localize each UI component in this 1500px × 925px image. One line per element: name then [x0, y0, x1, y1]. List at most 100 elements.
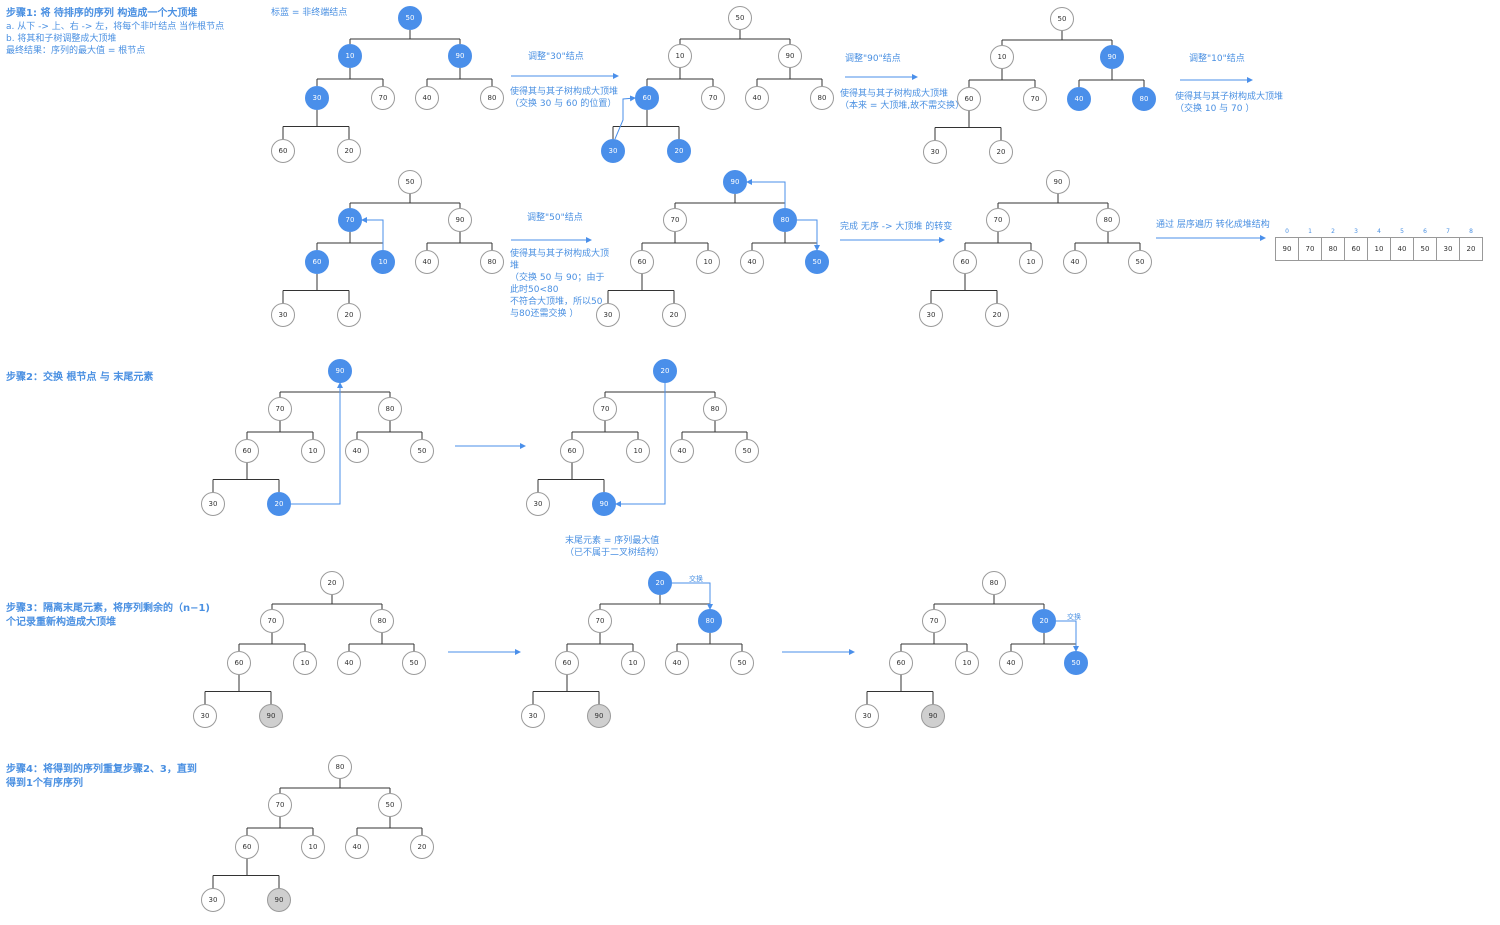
tree-node: 60	[235, 835, 259, 859]
tree-node: 40	[670, 439, 694, 463]
tree-node: 80	[1096, 208, 1120, 232]
tree-node: 20	[267, 492, 291, 516]
tree-node: 40	[345, 835, 369, 859]
tail-note: 末尾元素 = 序列最大值	[565, 536, 660, 546]
tree-node: 90	[259, 704, 283, 728]
tree-node: 60	[635, 86, 659, 110]
swap-note-b: 交换	[1067, 613, 1081, 621]
array-cell: 10	[1367, 237, 1391, 261]
tail-note2: （已不属于二叉树结构）	[565, 548, 665, 558]
tree-node: 90	[592, 492, 616, 516]
adjust-10-title: 调整"10"结点	[1189, 54, 1245, 64]
adjust-50-desc4: 此时50<80	[510, 285, 559, 295]
tree-node: 70	[922, 609, 946, 633]
tree-node: 60	[305, 250, 329, 274]
tree-node: 70	[593, 397, 617, 421]
tree-node: 40	[345, 439, 369, 463]
tree-node: 40	[415, 86, 439, 110]
adjust-50-title: 调整"50"结点	[527, 213, 583, 223]
tree-node: 80	[328, 755, 352, 779]
tree-node: 40	[1067, 87, 1091, 111]
array-cell: 20	[1459, 237, 1483, 261]
tree-node: 60	[957, 87, 981, 111]
tree-node: 80	[810, 86, 834, 110]
tree-node: 60	[271, 139, 295, 163]
array-cell: 60	[1344, 237, 1368, 261]
tree-node: 20	[320, 571, 344, 595]
tree-node: 70	[588, 609, 612, 633]
tree-node: 20	[653, 359, 677, 383]
tree-node: 10	[955, 651, 979, 675]
tree-node: 30	[521, 704, 545, 728]
tree-node: 50	[398, 170, 422, 194]
adjust-10-desc2: （交换 10 与 70 ）	[1175, 104, 1255, 114]
array-index: 1	[1308, 227, 1312, 235]
step1-title: 步骤1: 将 待排序的序列 构造成一个大顶堆	[6, 8, 198, 19]
tree-node: 70	[986, 208, 1010, 232]
swap-connector	[615, 383, 666, 507]
adjust-90-desc2: （本来 = 大顶堆,故不需交换）	[840, 101, 965, 111]
adjust-50-desc2: 堆	[510, 261, 520, 271]
tree-node: 10	[696, 250, 720, 274]
tree-node: 70	[371, 86, 395, 110]
tree-node: 40	[415, 250, 439, 274]
tree-node: 20	[989, 140, 1013, 164]
tree-node: 90	[1046, 170, 1070, 194]
tree-node: 50	[730, 651, 754, 675]
tree-node: 70	[1023, 87, 1047, 111]
tree-node: 30	[601, 139, 625, 163]
tree-node: 20	[337, 139, 361, 163]
tree-node: 10	[626, 439, 650, 463]
array-index: 3	[1354, 227, 1358, 235]
array-cell: 70	[1298, 237, 1322, 261]
tree-node: 60	[227, 651, 251, 675]
array-cell: 80	[1321, 237, 1345, 261]
tree-node: 80	[703, 397, 727, 421]
tree-node: 10	[371, 250, 395, 274]
tree-node: 70	[268, 397, 292, 421]
step3-title-line2: 个记录重新构造成大顶堆	[6, 617, 116, 628]
adjust-90-title: 调整"90"结点	[845, 54, 901, 64]
tree-node: 70	[663, 208, 687, 232]
tree-node: 80	[378, 397, 402, 421]
tree-node: 30	[526, 492, 550, 516]
tree-node: 90	[267, 888, 291, 912]
array-index: 4	[1377, 227, 1381, 235]
step2-title: 步骤2：交换 根节点 与 末尾元素	[6, 372, 154, 383]
done-note: 完成 无序 -> 大顶堆 的转变	[840, 222, 953, 232]
tree-node: 40	[740, 250, 764, 274]
step1-rule-a: a. 从下 -> 上、右 -> 左，将每个非叶结点 当作根节点	[6, 22, 225, 32]
tree-node: 10	[293, 651, 317, 675]
tree-node: 40	[999, 651, 1023, 675]
tree-node: 30	[923, 140, 947, 164]
adjust-50-desc3: （交换 50 与 90；由于	[510, 273, 605, 283]
step3-title-line1: 步骤3：隔离末尾元素，将序列剩余的（n−1)	[6, 603, 210, 614]
tree-node: 70	[338, 208, 362, 232]
swap-note-a: 交换	[689, 575, 703, 583]
tree-node: 20	[667, 139, 691, 163]
tree-node: 50	[398, 6, 422, 30]
tree-node: 60	[889, 651, 913, 675]
tree-node: 30	[271, 303, 295, 327]
tree-node: 10	[301, 835, 325, 859]
swap-connector	[291, 382, 343, 505]
array-cell: 50	[1413, 237, 1437, 261]
adjust-50-desc1: 使得其与其子树构成大顶	[510, 249, 610, 259]
tree-node: 30	[201, 888, 225, 912]
tree-node: 40	[745, 86, 769, 110]
swap-connector	[614, 95, 636, 140]
tree-node: 50	[728, 6, 752, 30]
tree-node: 50	[402, 651, 426, 675]
tree-node: 80	[698, 609, 722, 633]
tree-node: 10	[621, 651, 645, 675]
swap-connector	[797, 219, 820, 251]
tree-node: 50	[410, 439, 434, 463]
array-index: 0	[1285, 227, 1289, 235]
tree-node: 80	[773, 208, 797, 232]
tree-node: 90	[723, 170, 747, 194]
tree-node: 90	[448, 44, 472, 68]
tree-node: 60	[953, 250, 977, 274]
step4-title-line2: 得到1个有序序列	[6, 778, 83, 789]
